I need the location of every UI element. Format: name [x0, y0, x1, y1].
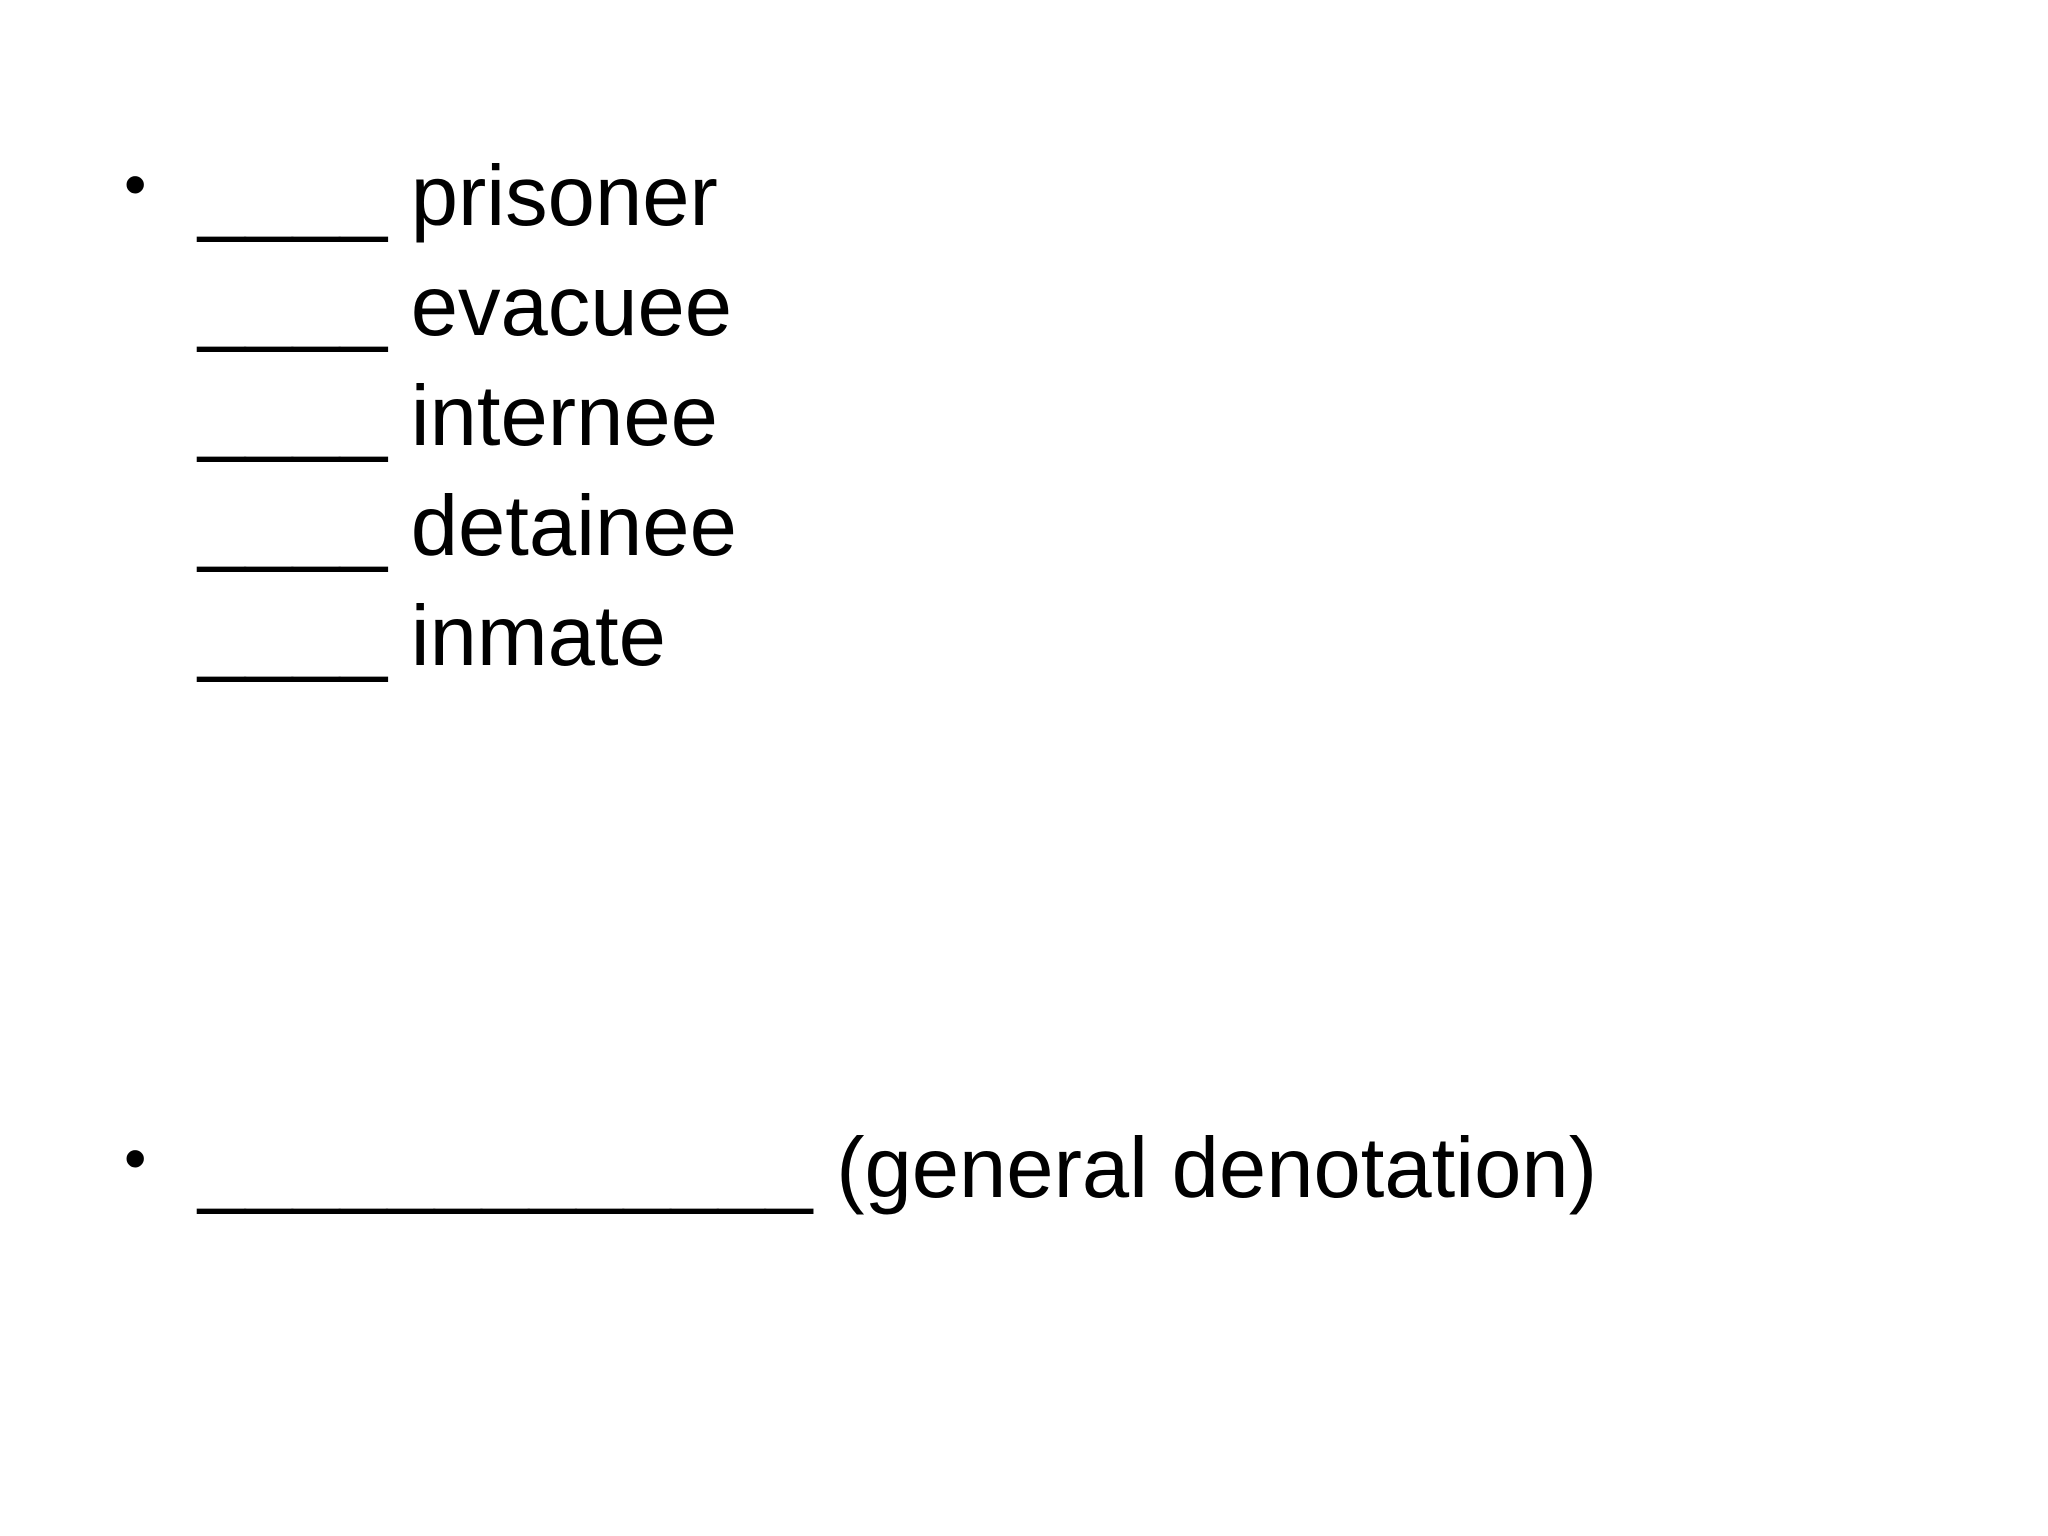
fill-in-blank: ____	[198, 589, 388, 684]
list-item: ____ prisoner	[198, 142, 737, 252]
term-word: inmate	[410, 589, 666, 684]
fill-in-blank: ____	[198, 259, 388, 354]
term-word: detainee	[410, 479, 737, 574]
term-word: internee	[410, 369, 718, 464]
list-item: ____ inmate	[198, 582, 737, 692]
term-word: prisoner	[410, 149, 718, 244]
term-list: ____ prisoner ____ evacuee ____ internee…	[198, 142, 737, 692]
general-denotation-line: _____________ (general denotation)	[198, 1114, 1597, 1224]
bullet-point-2: •	[124, 1122, 147, 1194]
list-item: ____ detainee	[198, 472, 737, 582]
fill-in-blank: ____	[198, 369, 388, 464]
fill-in-blank: ____	[198, 149, 388, 244]
fill-in-blank-long: _____________	[198, 1121, 813, 1216]
list-item: ____ internee	[198, 362, 737, 472]
general-denotation-label: (general denotation)	[836, 1121, 1597, 1216]
list-item: ____ evacuee	[198, 252, 737, 362]
bullet-point-1: •	[124, 148, 147, 220]
fill-in-blank: ____	[198, 479, 388, 574]
term-word: evacuee	[410, 259, 733, 354]
